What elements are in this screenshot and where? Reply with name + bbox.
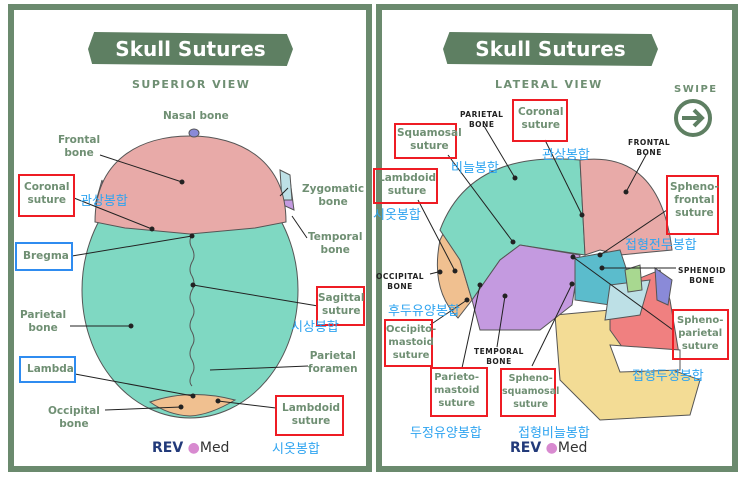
label-temporal-bone: Temporal bone: [308, 231, 363, 256]
highlight-coronal: [18, 174, 75, 217]
highlight-lambda: [19, 356, 76, 383]
superior-skull: [70, 128, 319, 419]
label-squamosal-suture: Squamosal suture: [397, 127, 462, 152]
label-lambdoid-suture: Lambdoid suture: [282, 402, 341, 427]
highlight-coronal: [512, 99, 568, 142]
label-occipital-bone: Occipital bone: [48, 405, 100, 430]
korean-coronal: 관상봉합: [80, 194, 128, 209]
label-occipitomastoid-suture: Occipito- mastoid suture: [386, 324, 437, 361]
nasal-bone: [188, 128, 200, 138]
lateral-skull: [417, 125, 701, 421]
label-sphenoparietal-suture: Spheno- parietal suture: [677, 315, 724, 352]
frontal-bone: [579, 158, 673, 256]
label-parietomastoid-suture: Parieto- mastoid suture: [434, 372, 480, 409]
highlight-parietomastoid: [430, 367, 488, 417]
highlight-bregma: [15, 242, 73, 271]
label-lambda: Lambda: [27, 363, 74, 375]
sagittal-suture: [189, 233, 195, 387]
korean-sphenofrontal: 접형전두봉합: [625, 238, 697, 253]
title-banner: Skull Sutures: [88, 32, 293, 66]
label-sagittal-suture: Sagittal suture: [318, 292, 365, 317]
frontal-bone: [94, 135, 287, 235]
label-parietal-bone: PARIETAL BONE: [460, 110, 504, 129]
highlight-sphenofrontal: [666, 175, 719, 235]
label-sphenoid-bone: SPHENOID BONE: [678, 266, 726, 285]
highlight-lambdoid: [373, 168, 438, 204]
highlight-lambdoid: [275, 395, 344, 436]
label-occipital-bone: OCCIPITAL BONE: [376, 272, 425, 291]
highlight-sphenoparietal: [672, 309, 729, 360]
korean-parietomastoid: 두정유양봉합: [410, 426, 482, 441]
title-banner: Skull Sutures: [443, 32, 658, 66]
korean-lambdoid: 시옷봉합: [272, 442, 320, 457]
highlight-sagittal: [316, 286, 365, 326]
highlight-sphenosquamosal: [500, 368, 556, 417]
label-zygomatic-bone: Zygomatic bone: [302, 183, 365, 208]
swipe-label[interactable]: SWIPE: [674, 84, 718, 95]
korean-sagittal: 시상봉합: [291, 320, 339, 335]
view-subtitle: SUPERIOR VIEW: [132, 78, 251, 91]
view-subtitle: LATERAL VIEW: [495, 78, 603, 91]
revmed-logo: REV ●Med: [152, 440, 230, 456]
label-sphenofrontal-suture: Spheno- frontal suture: [670, 181, 719, 219]
korean-lambdoid: 시옷봉합: [373, 208, 421, 223]
label-frontal-bone: FRONTAL BONE: [628, 138, 671, 157]
occipital-bone: [436, 228, 473, 319]
revmed-logo: REV ●Med: [510, 440, 588, 456]
korean-coronal: 관상봉합: [542, 148, 590, 163]
label-parietal-bone: Parietal bone: [20, 309, 67, 334]
swipe-arrow-icon[interactable]: [674, 99, 712, 137]
nasal-area: [654, 266, 673, 306]
label-parietal-foramen: Parietal foramen: [308, 350, 358, 375]
label-temporal-bone: TEMPORAL BONE: [474, 347, 524, 366]
highlight-occipitomastoid: [384, 319, 433, 367]
korean-occipitomastoid: 후두유양봉합: [388, 304, 460, 319]
label-frontal-bone: Frontal bone: [58, 134, 101, 159]
label-sphenosquamosal-suture: Spheno- squamosal suture: [502, 373, 560, 410]
korean-squamosal: 비늘봉합: [451, 161, 499, 176]
orbit: [624, 264, 643, 293]
korean-sphenosquamosal: 접형비늘봉합: [518, 426, 590, 441]
label-bregma: Bregma: [23, 250, 69, 262]
label-coronal-suture: Coronal suture: [518, 106, 564, 131]
label-lambdoid-suture: Lambdoid suture: [378, 172, 437, 197]
highlight-squamosal: [394, 123, 457, 159]
label-coronal-suture: Coronal suture: [24, 181, 70, 206]
korean-sphenoparietal: 접형두정봉합: [632, 369, 704, 384]
teeth: [609, 344, 681, 373]
label-nasal-bone: Nasal bone: [163, 110, 229, 122]
